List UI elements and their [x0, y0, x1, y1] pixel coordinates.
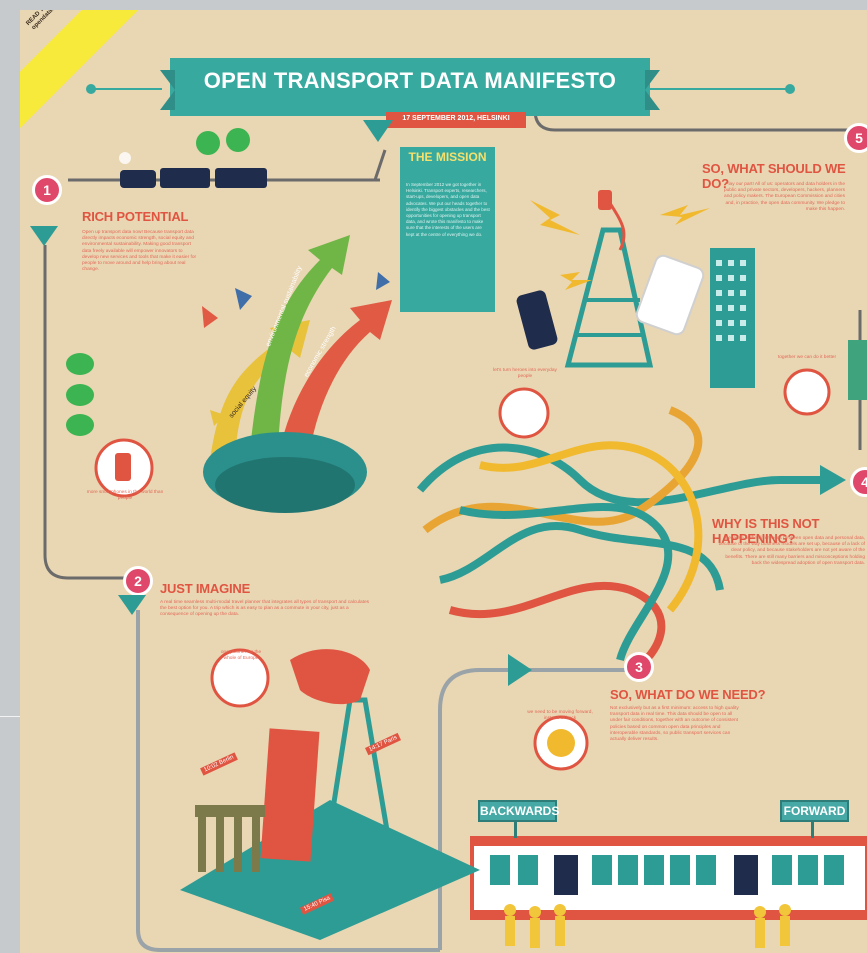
sign-backwards: BACKWARDS: [478, 800, 559, 822]
trees-top: [196, 128, 250, 155]
mission-box: [400, 147, 495, 312]
infographic-poster: READ THE FULL MANIFESTO AT opendatatrans…: [20, 10, 867, 953]
section-5-heading: SO, WHAT SHOULD WE DO?: [702, 161, 846, 191]
lightning-bolts: [530, 200, 710, 290]
radio-tower: [564, 227, 654, 368]
section-1-heading: RICH POTENTIAL: [82, 209, 189, 224]
background-divider: [0, 716, 20, 717]
bubble-text-lets-turn: let's turn heroes into everyday people: [493, 368, 557, 379]
brandenburg-gate-illustration: [195, 805, 265, 872]
down-arrow-icon-1: [30, 226, 58, 246]
title-banner: [170, 58, 650, 116]
mission-body: In September 2012 we got together in Hel…: [406, 182, 490, 237]
sign-forward-post: [811, 820, 814, 838]
subtitle-strip: [386, 112, 526, 128]
down-arrow-icon: [363, 120, 393, 142]
section-3-heading: SO, WHAT DO WE NEED?: [610, 687, 766, 702]
down-arrow-icon-2: [118, 595, 146, 615]
section-4-body: Because of the differences between open …: [718, 536, 865, 566]
handshake-bubble: [783, 368, 831, 416]
bubble-text-forward: we need to be moving forward, instead of…: [527, 710, 593, 721]
train-bottom: [470, 836, 867, 920]
train-illustration: [119, 152, 267, 188]
arrow-right-icon-2: [508, 654, 532, 686]
bubble-text-handshake: together we can do it better: [777, 355, 837, 360]
phone-dark: [516, 290, 558, 350]
section-4-heading: WHY IS THIS NOT HAPPENING?: [712, 516, 820, 546]
section-5-marker: 5: [844, 123, 867, 153]
section-1-marker: 1: [32, 175, 62, 205]
title-banner-tail-left: [160, 70, 175, 110]
section-2-heading: JUST IMAGINE: [160, 581, 251, 596]
page-subtitle: 17 SEPTEMBER 2012, HELSINKI: [402, 115, 510, 122]
section-3-body: Not exclusively but as a first minimum: …: [610, 706, 739, 743]
tangled-tracks: [416, 406, 830, 669]
bubble-text-smartphones: more smartphones in the world than peopl…: [86, 490, 164, 501]
section-2-marker: 2: [123, 566, 153, 596]
sign-forward: FORWARD: [780, 800, 849, 822]
office-building: [710, 248, 755, 388]
banner-connector-right: [650, 88, 790, 90]
tablet-white: [635, 254, 705, 336]
planner-bubble: [210, 648, 270, 708]
mission-heading: THE MISSION: [408, 150, 487, 164]
title-banner-tail-right: [645, 70, 660, 110]
tablet-ground: [180, 800, 480, 940]
sign-backwards-post: [514, 820, 517, 838]
rail-track-left: [43, 245, 440, 952]
passengers-group: [504, 904, 791, 948]
plug-icon: [598, 190, 612, 210]
arrow-right-icon: [820, 465, 846, 495]
pisa-tower-illustration: [260, 728, 320, 862]
section-5-body: Play our part! All of us: operators and …: [723, 182, 845, 212]
bubble-text-planner: one planner for the whole of Europe: [220, 650, 262, 661]
bushes-left: [66, 353, 94, 436]
illustration-layer: [43, 109, 867, 952]
banner-connector-dot-right: [785, 84, 795, 94]
elevator-panel: [848, 340, 867, 400]
lets-turn-bubble: [498, 387, 550, 439]
page-title: OPEN TRANSPORT DATA MANIFESTO: [203, 68, 617, 93]
ship-illustration: [290, 649, 370, 705]
smartphone-bubble: [94, 438, 154, 498]
growth-arrows: [202, 235, 392, 460]
crowd-of-people: [203, 432, 367, 513]
path-to-need: [438, 668, 648, 950]
section-4-marker: 4: [850, 467, 867, 497]
section-2-body: A real time seamless multi-modal travel …: [160, 600, 370, 618]
banner-connector-dot-left: [86, 84, 96, 94]
section-3-marker: 3: [624, 652, 654, 682]
banner-connector-left: [90, 88, 162, 90]
section-1-body: Open up transport data now! Because tran…: [82, 230, 197, 273]
